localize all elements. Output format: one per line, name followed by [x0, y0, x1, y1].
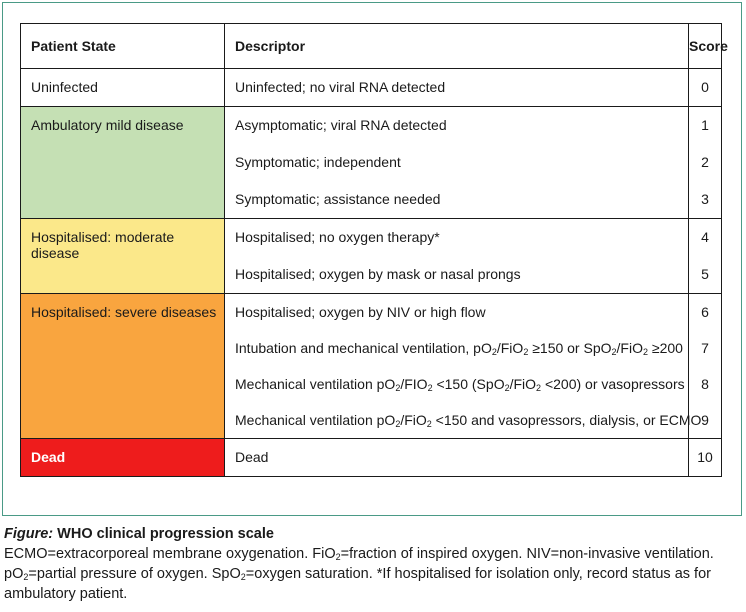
patient-state-cell: Hospitalised: moderate disease [20, 218, 225, 294]
score-cell: 0 [688, 68, 722, 107]
caption-body: ECMO=extracorporeal membrane oxygenation… [4, 546, 714, 602]
descriptor-text: Hospitalised; no oxygen therapy* [235, 229, 440, 245]
score-value: 1 [701, 117, 709, 133]
descriptor-cell: Uninfected; no viral RNA detected [224, 68, 689, 107]
descriptor-text: Hospitalised; oxygen by NIV or high flow [235, 304, 486, 320]
figure-caption: Figure: WHO clinical progression scale E… [4, 524, 742, 604]
descriptor-cell: Dead [224, 438, 689, 477]
caption-title: Figure: WHO clinical progression scale [4, 524, 742, 544]
header-score: Score [688, 23, 728, 69]
descriptor-text: Uninfected; no viral RNA detected [235, 79, 446, 95]
patient-state-cell: Dead [20, 438, 225, 477]
score-value: 4 [701, 229, 709, 245]
score-value: 8 [701, 376, 709, 392]
score-cell: 6 7 8 9 [688, 293, 722, 439]
descriptor-text: Asymptomatic; viral RNA detected [235, 117, 447, 133]
header-descriptor: Descriptor [224, 23, 689, 69]
descriptor-cell: Hospitalised; oxygen by NIV or high flow… [224, 293, 702, 439]
descriptor-text: Symptomatic; assistance needed [235, 191, 441, 207]
descriptor-cell: Hospitalised; no oxygen therapy* Hospital… [224, 218, 689, 294]
who-scale-table: Patient State Descriptor Score Uninfecte… [20, 23, 728, 477]
descriptor-text: Symptomatic; independent [235, 154, 401, 170]
header-patient-state: Patient State [20, 23, 225, 69]
caption-title-text: WHO clinical progression scale [57, 526, 274, 542]
score-value: 6 [701, 304, 709, 320]
score-value: 2 [701, 154, 709, 170]
score-value: 5 [701, 266, 709, 282]
score-value: 10 [697, 449, 713, 465]
descriptor-text: Dead [235, 449, 269, 465]
table-row: Dead Dead 10 [20, 438, 722, 477]
patient-state-cell: Ambulatory mild disease [20, 106, 225, 219]
score-value: 7 [701, 340, 709, 356]
score-value: 3 [701, 191, 709, 207]
descriptor-text: Hospitalised; oxygen by mask or nasal pr… [235, 266, 521, 282]
table-header-row: Patient State Descriptor Score [20, 23, 728, 69]
caption-figure-label: Figure: [4, 526, 54, 542]
descriptor-text: Mechanical ventilation pO2/FIO2 <150 (Sp… [235, 376, 685, 393]
patient-state-cell: Uninfected [20, 68, 225, 107]
table-row: Uninfected Uninfected; no viral RNA detec… [20, 68, 722, 107]
score-value: 0 [701, 79, 709, 95]
descriptor-text: Mechanical ventilation pO2/FiO2 <150 and… [235, 412, 702, 429]
patient-state-cell: Hospitalised: severe diseases [20, 293, 225, 439]
figure-frame: Patient State Descriptor Score Uninfecte… [2, 2, 742, 516]
score-value: 9 [701, 412, 709, 428]
descriptor-text: Intubation and mechanical ventilation, p… [235, 340, 683, 357]
score-cell: 10 [688, 438, 722, 477]
score-cell: 1 2 3 [688, 106, 722, 219]
